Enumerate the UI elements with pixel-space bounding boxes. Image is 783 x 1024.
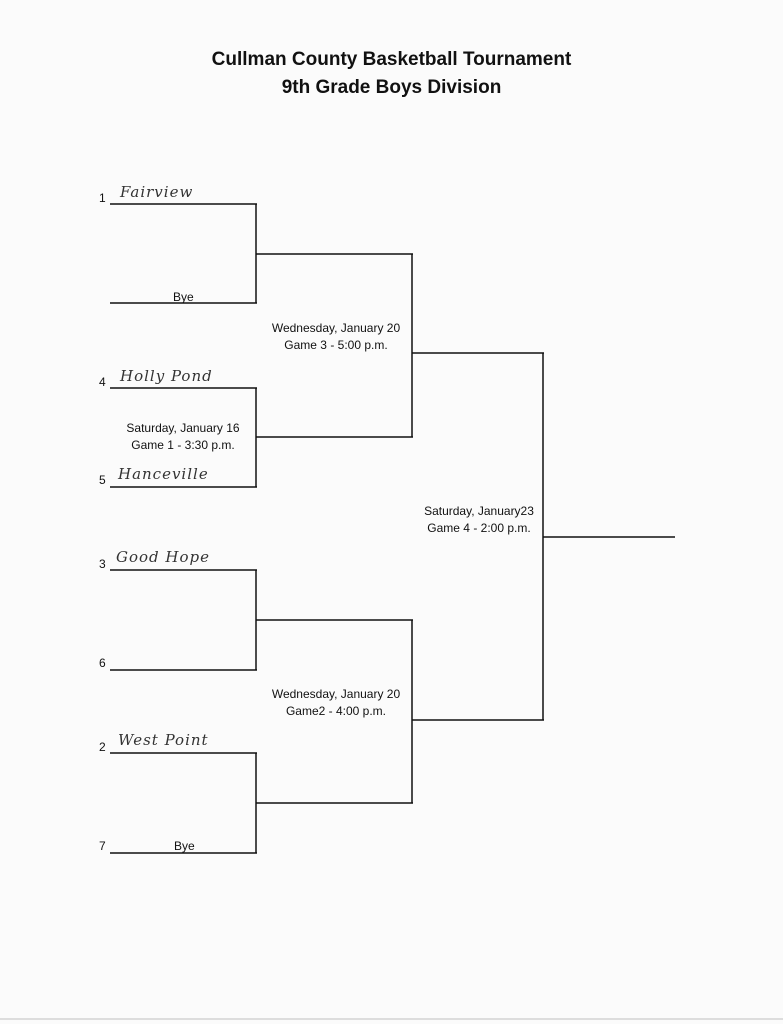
team-name: Good Hope: [116, 548, 211, 566]
seed-label: 2: [99, 740, 106, 754]
game-date: Saturday, January 16: [126, 421, 240, 435]
seed-label: 5: [99, 473, 106, 487]
team-name: Hanceville: [118, 465, 209, 483]
tournament-title: Cullman County Basketball Tournament: [211, 49, 572, 70]
game1-info: Saturday, January 16 Game 1 - 3:30 p.m.: [108, 420, 258, 454]
game3-info: Wednesday, January 20 Game 3 - 5:00 p.m.: [256, 320, 416, 354]
seed-label: 7: [99, 839, 106, 853]
game-date: Wednesday, January 20: [271, 321, 401, 335]
game-time: Game 1 - 3:30 p.m.: [131, 438, 235, 452]
game2-info: Wednesday, January 20 Game2 - 4:00 p.m.: [256, 686, 416, 720]
team-name: Holly Pond: [120, 367, 213, 385]
division-subtitle: 9th Grade Boys Division: [281, 77, 502, 98]
page-bottom-edge: [0, 1018, 783, 1020]
game-date: Saturday, January23: [424, 504, 534, 518]
seed-label: 3: [99, 557, 106, 571]
seed-label: 6: [99, 656, 106, 670]
game4-info: Saturday, January23 Game 4 - 2:00 p.m.: [400, 503, 558, 537]
bye-label: Bye: [173, 290, 194, 304]
game-date: Wednesday, January 20: [271, 687, 401, 701]
game-time: Game 3 - 5:00 p.m.: [284, 338, 388, 352]
seed-label: 4: [99, 375, 106, 389]
seed-label: 1: [99, 191, 106, 205]
bye-label: Bye: [174, 839, 195, 853]
team-name: Fairview: [120, 183, 194, 201]
game-time: Game 4 - 2:00 p.m.: [427, 521, 531, 535]
game-time: Game2 - 4:00 p.m.: [285, 704, 387, 718]
team-name: West Point: [118, 731, 209, 749]
